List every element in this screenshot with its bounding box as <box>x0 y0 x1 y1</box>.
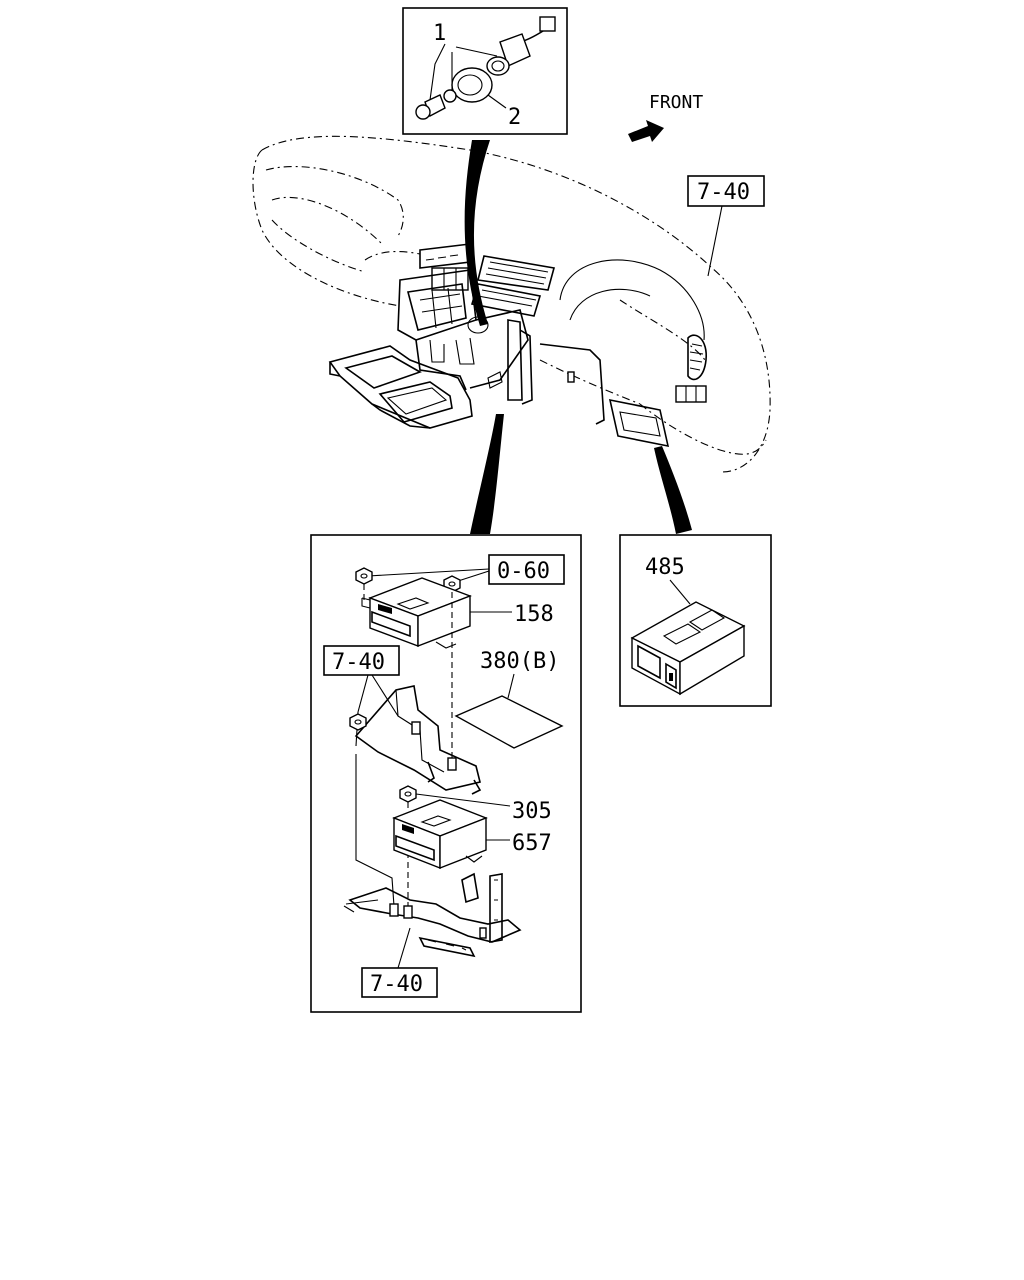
label-part-380b: 380(B) <box>480 649 559 674</box>
lower-dash-panel <box>539 343 605 425</box>
console-tray <box>328 345 473 429</box>
callout-wedge-module <box>654 446 692 534</box>
bracket-ref-upper-label: 7-40 <box>332 650 385 675</box>
dashboard-ref-label: 7-40 <box>697 180 750 205</box>
callout-wedge-console <box>470 414 504 534</box>
inset-switch: 1 2 <box>402 7 568 135</box>
module-485 <box>630 601 746 696</box>
front-label: FRONT <box>649 92 703 113</box>
control-unit-158 <box>361 577 472 649</box>
nut-icon <box>355 567 373 585</box>
center-vents <box>470 255 556 317</box>
inset-control-units: 0-60 158 7-40 <box>310 534 582 1013</box>
dashboard-illustration <box>252 135 771 473</box>
bolt-ref-box <box>488 554 565 585</box>
switch-body <box>486 33 531 76</box>
bracket-ref-lower-label: 7-40 <box>370 972 423 997</box>
front-arrow-icon <box>628 120 664 142</box>
label-part-2: 2 <box>508 105 521 130</box>
right-vent <box>687 334 707 381</box>
bolt-ref-label: 0-60 <box>497 559 550 584</box>
washer <box>443 89 457 103</box>
label-part-158: 158 <box>514 602 554 627</box>
bracket-ref-lower-box <box>361 967 438 998</box>
lower-bracket <box>343 872 522 958</box>
dashboard-ref: 7-40 <box>687 175 765 277</box>
label-part-485: 485 <box>645 555 685 580</box>
bolt-knob <box>415 94 446 120</box>
connector-plug <box>539 16 556 32</box>
callout-wedge-switch <box>464 140 490 326</box>
inset-module-485: 485 <box>619 534 772 707</box>
nut-icon <box>349 713 367 731</box>
label-part-305: 305 <box>512 799 552 824</box>
bracket-ref-upper-box <box>323 645 400 676</box>
center-console <box>397 243 533 405</box>
control-unit-657 <box>392 799 488 870</box>
front-indicator: FRONT <box>628 92 703 142</box>
nut-305 <box>399 785 417 803</box>
label-part-1: 1 <box>433 21 446 46</box>
label-part-657: 657 <box>512 831 552 856</box>
lower-right-module <box>608 398 670 448</box>
sheet-380b <box>454 695 564 749</box>
